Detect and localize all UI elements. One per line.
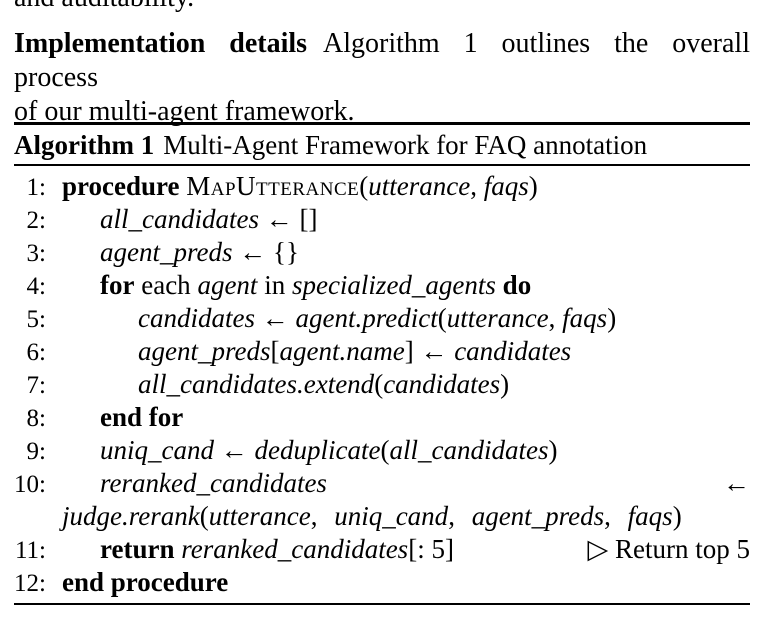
- line-number: 10:: [14, 471, 46, 498]
- line-code: procedure MapUtterance(utterance, faqs): [62, 171, 538, 201]
- clipped-paragraph-line: and auditability.: [14, 0, 750, 15]
- line-content: agent_preds[agent.name] ← candidates: [138, 335, 752, 368]
- paragraph-lead-in: Implementation details: [14, 28, 308, 59]
- algorithm-line-continuation: judge.rerank(utterance, uniq_cand, agent…: [8, 500, 752, 533]
- line-number: 12:: [14, 570, 46, 597]
- algorithm-line-2: 2: all_candidates ← []: [8, 203, 752, 236]
- line-number: 4:: [26, 273, 46, 300]
- line-code: agent_preds[agent.name] ← candidates: [138, 336, 572, 366]
- algorithm-bottom-rule: [14, 603, 750, 605]
- line-content: end procedure: [62, 566, 752, 599]
- line-content: all_candidates ← []: [100, 203, 752, 236]
- line-code: uniq_cand ← deduplicate(all_candidates): [100, 435, 558, 465]
- paragraph-line: of our multi-agent framework.: [14, 96, 355, 127]
- line-code: all_candidates ← []: [100, 204, 318, 234]
- line-number: 9:: [26, 438, 46, 465]
- line-number: 11:: [14, 537, 46, 564]
- line-code: reranked_candidates: [100, 468, 327, 498]
- line-number: 7:: [26, 372, 46, 399]
- line-number: 2:: [26, 207, 46, 234]
- algorithm-top-rule: [14, 122, 750, 125]
- line-code: all_candidates.extend(candidates): [138, 369, 510, 399]
- paragraph-text: Algorithm 1 outlines the overall process: [14, 28, 750, 93]
- line-content: return reranked_candidates[: 5] ▷ Return …: [100, 533, 752, 566]
- algorithm-caption: Algorithm 1 Multi-Agent Framework for FAQ…: [14, 127, 750, 163]
- algorithm-line-7: 7: all_candidates.extend(candidates): [8, 368, 752, 401]
- algorithm-line-11: 11: return reranked_candidates[: 5] ▷ Retu…: [8, 533, 752, 566]
- line-code: for each agent in specialized_agents do: [100, 270, 532, 300]
- algorithm-line-8: 8: end for: [8, 401, 752, 434]
- line-code: judge.rerank(utterance, uniq_cand, agent…: [62, 501, 682, 531]
- line-content: reranked_candidates ←: [100, 467, 752, 500]
- line-content: procedure MapUtterance(utterance, faqs): [62, 170, 752, 203]
- algorithm-line-4: 4: for each agent in specialized_agents d…: [8, 269, 752, 302]
- line-content: uniq_cand ← deduplicate(all_candidates): [100, 434, 752, 467]
- algorithm-line-12: 12: end procedure: [8, 566, 752, 599]
- line-number: 3:: [26, 240, 46, 267]
- line-content: agent_preds ← {}: [100, 236, 752, 269]
- line-code: end procedure: [62, 567, 229, 597]
- algorithm-caption-label: Algorithm 1: [14, 130, 155, 160]
- line-code: return reranked_candidates[: 5]: [100, 534, 454, 564]
- algorithm-caption-rule: [14, 164, 750, 166]
- line-number: 5:: [26, 306, 46, 333]
- line-content: candidates ← agent.predict(utterance, fa…: [138, 302, 752, 335]
- algorithm-body: 1: procedure MapUtterance(utterance, faqs…: [8, 170, 752, 599]
- line-code: end for: [100, 402, 184, 432]
- line-comment: ▷ Return top 5: [587, 534, 750, 564]
- line-content: for each agent in specialized_agents do: [100, 269, 752, 302]
- algorithm-line-9: 9: uniq_cand ← deduplicate(all_candidates…: [8, 434, 752, 467]
- algorithm-caption-title: Multi-Agent Framework for FAQ annotation: [163, 130, 648, 160]
- line-content: judge.rerank(utterance, uniq_cand, agent…: [62, 500, 752, 533]
- algorithm-line-10: 10: reranked_candidates ←: [8, 467, 752, 500]
- line-content: end for: [100, 401, 752, 434]
- line-number: 6:: [26, 339, 46, 366]
- line-code: candidates ← agent.predict(utterance, fa…: [138, 303, 617, 333]
- line-code: agent_preds ← {}: [100, 237, 299, 267]
- algorithm-line-6: 6: agent_preds[agent.name] ← candidates: [8, 335, 752, 368]
- algorithm-line-3: 3: agent_preds ← {}: [8, 236, 752, 269]
- line-number: 1:: [26, 174, 46, 201]
- line-content: all_candidates.extend(candidates): [138, 368, 752, 401]
- assign-arrow: ←: [723, 468, 750, 498]
- line-number: 8:: [26, 405, 46, 432]
- algorithm-line-5: 5: candidates ← agent.predict(utterance, …: [8, 302, 752, 335]
- algorithm-line-1: 1: procedure MapUtterance(utterance, faqs…: [8, 170, 752, 203]
